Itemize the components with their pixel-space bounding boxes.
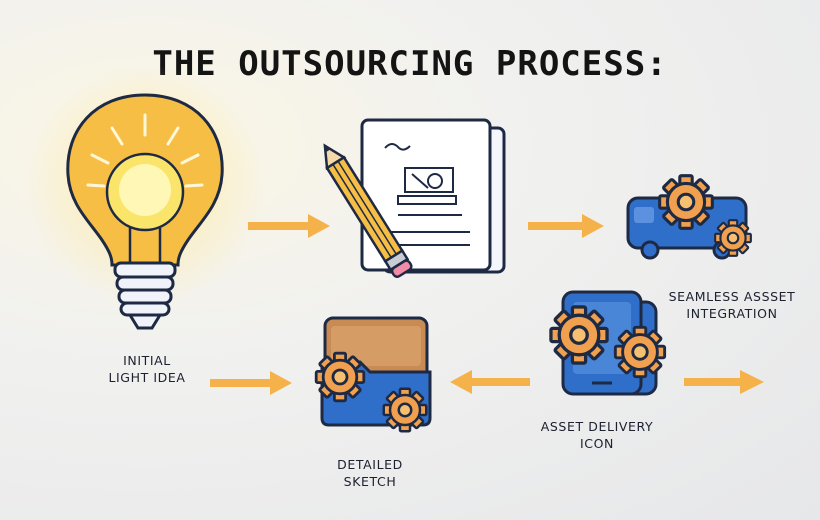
label-line: SEAMLESS ASSSET bbox=[668, 289, 796, 304]
step-label-initial-idea: INITIAL LIGHT IDEA bbox=[92, 352, 202, 386]
arrow-icon bbox=[528, 214, 604, 238]
folder-gears-icon bbox=[314, 316, 432, 433]
tablet-gears-icon bbox=[549, 290, 667, 396]
label-line: INTEGRATION bbox=[686, 306, 778, 321]
truck-gears-icon bbox=[626, 174, 752, 260]
arrow-icon bbox=[684, 370, 764, 394]
label-line: LIGHT IDEA bbox=[108, 370, 186, 385]
label-line: ICON bbox=[579, 436, 614, 451]
document-pencil-icon bbox=[323, 118, 506, 278]
step-label-seamless-integration: SEAMLESS ASSSET INTEGRATION bbox=[662, 288, 802, 322]
arrow-icon bbox=[248, 214, 330, 238]
label-line: SKETCH bbox=[343, 474, 397, 489]
diagram-title: THE OUTSOURCING PROCESS: bbox=[152, 44, 668, 84]
lightbulb-icon bbox=[25, 65, 265, 330]
step-label-detailed-sketch: DETAILED SKETCH bbox=[305, 456, 435, 490]
label-line: DETAILED bbox=[337, 457, 403, 472]
arrow-icon bbox=[450, 370, 530, 394]
label-line: INITIAL bbox=[123, 353, 171, 368]
arrow-icon bbox=[210, 371, 292, 395]
label-line: ASSET DELIVERY bbox=[540, 419, 654, 434]
step-label-asset-delivery: ASSET DELIVERY ICON bbox=[522, 418, 672, 452]
